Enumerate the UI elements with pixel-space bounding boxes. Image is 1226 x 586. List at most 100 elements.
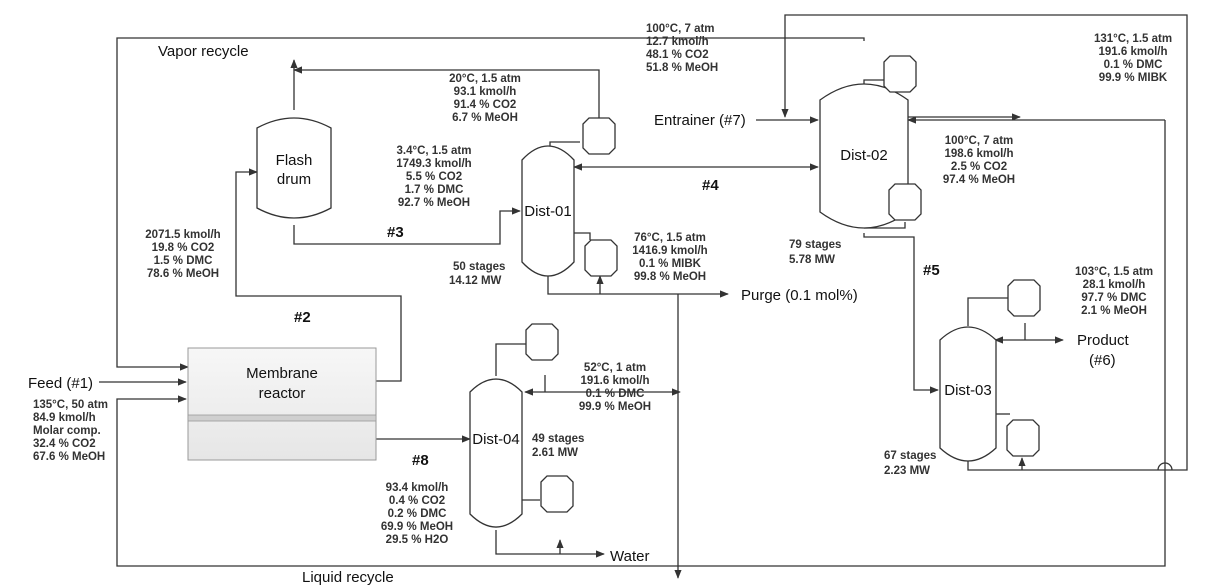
- flash_vapor-line-0: 20°C, 1.5 atm: [449, 73, 521, 85]
- column-specs: 50 stages 14.12 MW 79 stages 5.78 MW 67 …: [449, 239, 936, 477]
- dist03-top-link: [967, 297, 1008, 326]
- dist01_feed-line-3: 1.7 % DMC: [405, 184, 464, 196]
- stream-numbers: #2 #3 #4 #5 #8: [294, 177, 940, 469]
- dist04-label: Dist-04: [472, 431, 520, 448]
- dist-03-reflux-drum: [1007, 279, 1041, 317]
- dist02-stages: 79 stages: [789, 239, 841, 251]
- stream-5-label: #5: [923, 262, 940, 279]
- dist03-duty: 2.23 MW: [884, 465, 930, 477]
- dist04_feed-line-2: 0.2 % DMC: [388, 508, 447, 520]
- column-dist-01: [521, 145, 575, 277]
- dist01_feed-line-4: 92.7 % MeOH: [398, 197, 470, 209]
- dist01-reboiler-in: [574, 232, 591, 240]
- liquid-recycle-line: [116, 120, 1166, 567]
- dist02_recycle-line-2: 2.5 % CO2: [951, 161, 1007, 173]
- dist02_recycle-line-1: 198.6 kmol/h: [944, 148, 1013, 160]
- dist01_bottom-line-1: 1416.9 kmol/h: [632, 245, 707, 257]
- dist02_recycle-line-3: 97.4 % MeOH: [943, 174, 1015, 186]
- dist-02-reboiler: [888, 183, 922, 221]
- dist04_top-line-1: 191.6 kmol/h: [580, 375, 649, 387]
- dist02-label: Dist-02: [840, 147, 888, 164]
- dist02-duty: 5.78 MW: [789, 254, 835, 266]
- dist04_top-line-0: 52°C, 1 atm: [584, 362, 646, 374]
- flash_vapor-line-1: 93.1 kmol/h: [454, 86, 517, 98]
- dist04-top-link: [495, 343, 526, 376]
- dist-01-reflux-drum: [582, 117, 616, 155]
- dist02_recycle-line-0: 100°C, 7 atm: [945, 135, 1014, 147]
- label-water: Water: [610, 548, 649, 565]
- dist02_top-line-1: 12.7 kmol/h: [646, 36, 709, 48]
- reactor-label-1: Membrane: [246, 365, 318, 382]
- dist02_top-line-2: 48.1 % CO2: [646, 49, 709, 61]
- flash_vapor-line-2: 91.4 % CO2: [454, 99, 517, 111]
- main-labels: Vapor recycle Liquid recycle Feed (#1) E…: [28, 43, 1130, 586]
- dist04-duty: 2.61 MW: [532, 447, 578, 459]
- dist01-stages: 50 stages: [453, 261, 505, 273]
- stream-5-line: [863, 233, 939, 394]
- stream-2-line: [235, 168, 402, 382]
- dist04_top-line-3: 99.9 % MeOH: [579, 401, 651, 413]
- product-line-3: 2.1 % MeOH: [1081, 305, 1147, 317]
- stream-8-label: #8: [412, 452, 429, 469]
- dist03-bottom-line: [967, 460, 1188, 471]
- stream-3-line: [293, 207, 521, 245]
- dist02-overhead-line: [294, 37, 865, 41]
- dist-04-reboiler: [540, 475, 574, 513]
- dist-02-reflux-drum: [883, 55, 917, 93]
- feed-line-1: 84.9 kmol/h: [33, 412, 96, 424]
- purge-line: [547, 272, 729, 298]
- reactor_out-line-1: 19.8 % CO2: [152, 242, 215, 254]
- feed-line-4: 67.6 % MeOH: [33, 451, 105, 463]
- equipment: [187, 55, 1041, 528]
- column-dist-03: [939, 326, 997, 462]
- product-line-1: 28.1 kmol/h: [1083, 279, 1146, 291]
- reactor_out-line-0: 2071.5 kmol/h: [145, 229, 220, 241]
- label-liquid-recycle: Liquid recycle: [302, 569, 394, 586]
- membrane-reactor: [187, 347, 377, 461]
- line-hop: [1157, 462, 1173, 471]
- dist02_top-line-0: 100°C, 7 atm: [646, 23, 715, 35]
- reactor_out-line-2: 1.5 % DMC: [154, 255, 213, 267]
- label-entrainer: Entrainer (#7): [654, 112, 746, 129]
- mibk_recycle-line-0: 131°C, 1.5 atm: [1094, 33, 1172, 45]
- vapor-recycle-line: [116, 37, 294, 371]
- stream-3-label: #3: [387, 224, 404, 241]
- dist04_top-line-2: 0.1 % DMC: [586, 388, 645, 400]
- dist04_feed-line-0: 93.4 kmol/h: [386, 482, 449, 494]
- product-line-2: 97.7 % DMC: [1081, 292, 1146, 304]
- mibk_recycle-line-2: 0.1 % DMC: [1104, 59, 1163, 71]
- dist04_feed-line-4: 29.5 % H2O: [386, 534, 449, 546]
- dist01-label: Dist-01: [524, 203, 572, 220]
- dist01_bottom-line-0: 76°C, 1.5 atm: [634, 232, 706, 244]
- water-line: [495, 530, 605, 558]
- feed-line-0: 135°C, 50 atm: [33, 399, 108, 411]
- mibk-recycle-top-line: [781, 14, 1188, 460]
- dist02_top-line-3: 51.8 % MeOH: [646, 62, 718, 74]
- feed-line-2: Molar comp.: [33, 425, 101, 437]
- flash-drum: [256, 117, 332, 219]
- dist02-reboiler-out: [864, 222, 906, 229]
- feed-line-3: 32.4 % CO2: [33, 438, 96, 450]
- dist04-stages: 49 stages: [532, 433, 584, 445]
- dist01_feed-line-1: 1749.3 kmol/h: [396, 158, 471, 170]
- label-vapor-recycle: Vapor recycle: [158, 43, 249, 60]
- product-line-0: 103°C, 1.5 atm: [1075, 266, 1153, 278]
- label-feed: Feed (#1): [28, 375, 93, 392]
- dist01_feed-line-0: 3.4°C, 1.5 atm: [397, 145, 472, 157]
- dist-04-reflux-drum: [525, 323, 559, 361]
- mibk_recycle-line-3: 99.9 % MIBK: [1099, 72, 1168, 84]
- mibk_recycle-line-1: 191.6 kmol/h: [1098, 46, 1167, 58]
- reactor_out-line-3: 78.6 % MeOH: [147, 268, 219, 280]
- dist01_bottom-line-2: 0.1 % MIBK: [639, 258, 702, 270]
- dist-03-reboiler: [1006, 419, 1040, 457]
